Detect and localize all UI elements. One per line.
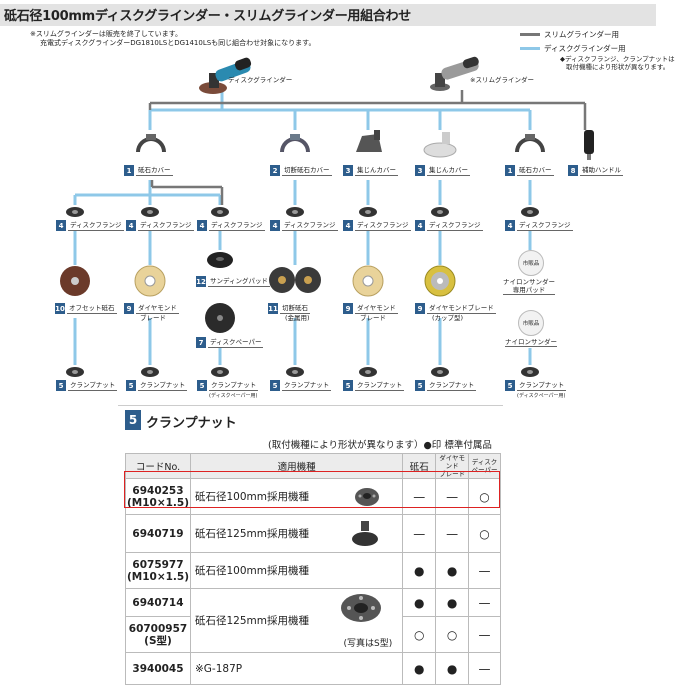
flange-icon-1 [66, 207, 84, 217]
legend-note: ◆ディスクフランジ、クランプナットは取付機種により形状が異なります。 [560, 55, 675, 71]
disc-paper-image [205, 303, 235, 333]
slim-grinder-image [430, 56, 479, 91]
flange-icon-4 [286, 207, 304, 217]
diamond-cup-image [424, 265, 456, 297]
table-row: 6075977(M10×1.5) 砥石径100mm採用機種 ● ● — [125, 552, 501, 589]
diamond-blade-image-2 [352, 265, 384, 297]
clamp-nut-icon-7 [521, 367, 539, 377]
cutting-wheel-image [269, 267, 321, 293]
disc-grinder-label: ディスクグラインダー [228, 76, 293, 84]
section-title: クランプナット [146, 416, 237, 431]
wheel-cover-image [136, 134, 166, 152]
cutting-cover-image [280, 134, 310, 152]
connection-lines [73, 85, 587, 365]
section-number: 5 [125, 410, 141, 430]
title-bar [0, 4, 656, 26]
flange-icon-5 [359, 207, 377, 217]
page-title: 砥石径100mmディスクグラインダー・スリムグラインダー用組合わせ [4, 9, 411, 24]
clamp-sub-7: (ディスクペーパー用) [517, 393, 566, 399]
table-row: 6940253(M10×1.5) 砥石径100mm採用機種 — — ○ [125, 478, 501, 515]
clamp-nut-icon-1 [66, 367, 84, 377]
side-handle-image [584, 130, 594, 160]
diamond-blade-image [134, 265, 166, 297]
flange-icon-2 [141, 207, 159, 217]
flange-icon-6 [431, 207, 449, 217]
header-disc-paper: ディスクペーパー [468, 453, 501, 479]
header-diamond: ダイヤモンドブレード [435, 453, 470, 479]
photo-note: (写真はS型) [343, 639, 393, 649]
table-row: 6940719 砥石径125mm採用機種 — — ○ [125, 514, 501, 553]
legend: スリムグラインダー用 ディスクグラインダー用 [520, 29, 626, 54]
sanding-pad-image [207, 252, 233, 268]
market-item-2: 市販品 [518, 310, 544, 336]
dust-cover-image-1 [356, 130, 382, 152]
note-top: ※スリムグラインダーは販売を終了しています。 充電式ディスクグラインダーDG18… [30, 30, 316, 47]
disc-grinder-image [199, 57, 252, 94]
clamp-nut-table: コードNo. 適用機種 砥石 ダイヤモンドブレード ディスクペーパー 69402… [125, 453, 501, 685]
table-row: 3940045 ※G-187P ● ● — [125, 652, 501, 685]
section-divider [118, 405, 503, 406]
nylon-sander-label: ナイロンサンダー [505, 338, 557, 347]
table-row: 6940714 砥石径125mm採用機種 (写真はS型) ● ● — [125, 588, 501, 653]
legend-disc: ディスクグラインダー用 [520, 43, 626, 54]
offset-wheel-image [60, 266, 90, 296]
wheel-cover-image-2 [515, 134, 545, 152]
market-item-1: 市販品 [518, 250, 544, 276]
diamond-blade-label2: ブレード [140, 314, 166, 322]
clamp-nut-s-type-image [341, 594, 382, 622]
table-header-row: コードNo. 適用機種 砥石 ダイヤモンドブレード ディスクペーパー [125, 453, 501, 479]
clamp-nut-100-image [355, 488, 380, 506]
clamp-nut-icon-2 [141, 367, 159, 377]
table-note: (取付機種により形状が異なります）●印 標準付属品 [268, 440, 492, 451]
legend-slim: スリムグラインダー用 [520, 29, 626, 40]
clamp-sub-3: (ディスクペーパー用) [209, 393, 258, 399]
dust-cover-image-2 [423, 132, 457, 158]
clamp-nut-icon-3 [211, 367, 229, 377]
flange-icon-7 [521, 207, 539, 217]
clamp-nut-icon-4 [286, 367, 304, 377]
cutting-wheel-label2: (金属用) [285, 314, 310, 322]
clamp-nut-125-image [352, 521, 379, 546]
clamp-nut-icon-6 [431, 367, 449, 377]
header-code: コードNo. [125, 453, 191, 479]
header-wheel: 砥石 [402, 453, 437, 479]
diamond-blade-label2-2: ブレード [360, 314, 386, 322]
clamp-nut-icon-5 [359, 367, 377, 377]
header-model: 適用機種 [189, 453, 404, 479]
diamond-cup-label2: (カップ型) [432, 314, 464, 322]
table-row: 60700957(S型) ○ ○ — [125, 616, 501, 653]
nylon-pad-label: ナイロンサンダー専用パッド [503, 278, 555, 295]
flange-icon-3 [211, 207, 229, 217]
slim-grinder-label: ※スリムグラインダー [470, 76, 534, 84]
highlight-box [124, 471, 500, 508]
